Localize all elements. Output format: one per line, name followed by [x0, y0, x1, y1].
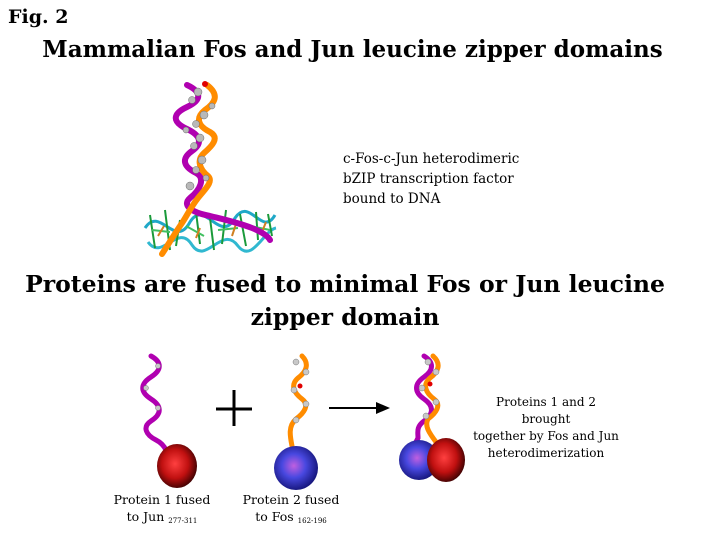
protein1-caption: Protein 1 fused to Jun 277-311: [102, 491, 222, 528]
jun-helix-dimer: [411, 353, 434, 449]
plus-operator: [216, 390, 252, 426]
structure-caption-line-2: bZIP transcription factor: [343, 171, 514, 187]
protein1-construct: [140, 353, 197, 488]
side-chains-top: [182, 87, 216, 191]
structure-caption-line-1: c-Fos-c-Jun heterodimeric: [343, 151, 520, 167]
side-chains-dimer: [418, 358, 440, 420]
protein2-caption-line-1: Protein 2 fused: [242, 492, 340, 507]
result-caption-line-3: heterodimerization: [487, 446, 605, 460]
heterodimer-construct: [399, 353, 465, 482]
dna-structure: [143, 209, 277, 253]
section-title-line-2: zipper domain: [250, 303, 440, 331]
protein1-caption-line-1: Protein 1 fused: [113, 492, 211, 507]
section-title: Proteins are fused to minimal Fos or Jun…: [0, 268, 690, 334]
protein2-caption-line-2: to Fos 162-196: [232, 508, 350, 528]
protein2-construct: [274, 353, 318, 490]
side-chains-protein1: [143, 363, 161, 411]
protein1-sphere: [157, 444, 197, 488]
protein1-residue-range: 277-311: [168, 517, 198, 525]
residue-marker-protein2: [297, 383, 303, 389]
structure-caption: c-Fos-c-Jun heterodimeric bZIP transcrip…: [343, 149, 519, 209]
result-caption-line-1: Proteins 1 and 2 brought: [496, 395, 596, 426]
residue-marker-dimer: [427, 381, 433, 387]
protein2-sphere: [274, 446, 318, 490]
main-title: Mammalian Fos and Jun leucine zipper dom…: [42, 36, 663, 63]
result-caption-line-2: together by Fos and Jun: [473, 429, 619, 443]
protein1-fusion-partner: to Jun: [126, 509, 165, 524]
reaction-arrow: [329, 402, 390, 414]
section-title-line-1: Proteins are fused to minimal Fos or Jun…: [25, 270, 665, 298]
dimer-red-sphere: [427, 438, 465, 482]
side-chains-protein2: [290, 358, 310, 424]
protein1-caption-line-2: to Jun 277-311: [102, 508, 222, 528]
protein2-residue-range: 162-196: [297, 517, 327, 525]
result-caption: Proteins 1 and 2 brought together by Fos…: [470, 394, 622, 462]
figure-label: Fig. 2: [8, 6, 69, 28]
jun-helix-protein1: [140, 353, 169, 453]
protein2-fusion-partner: to Fos: [255, 509, 294, 524]
protein2-caption: Protein 2 fused to Fos 162-196: [232, 491, 350, 528]
residue-marker-top: [202, 81, 208, 87]
dimer-blue-sphere: [399, 440, 439, 480]
structure-caption-line-3: bound to DNA: [343, 191, 441, 207]
